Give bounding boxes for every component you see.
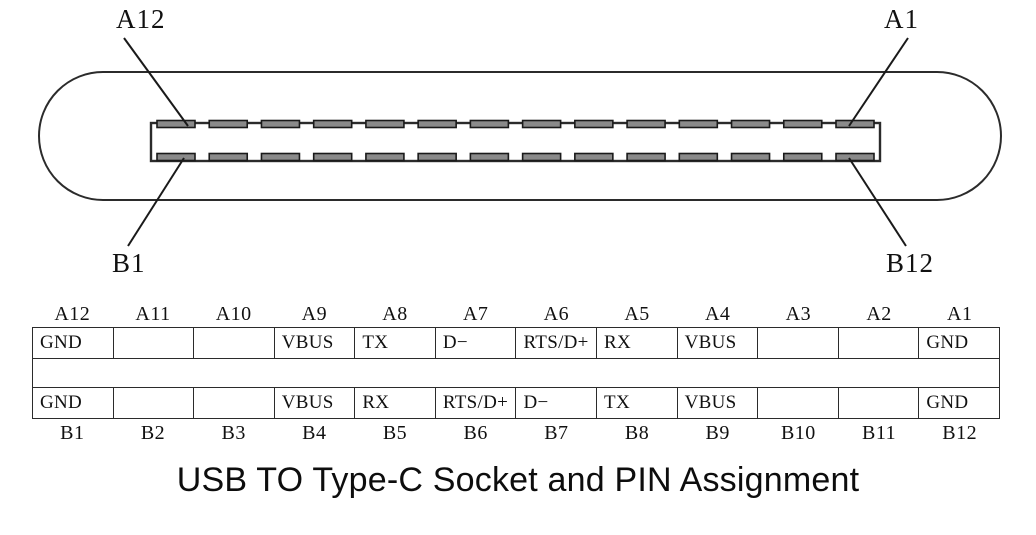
pin-header-A8: A8 (382, 302, 408, 325)
pin-contact-bottom-12 (730, 152, 771, 162)
row-b-cell-2 (112, 387, 195, 419)
row-b-cell-7: D− (515, 387, 598, 419)
pin-contact-top-13 (782, 119, 823, 129)
row-b-cell-11 (837, 387, 920, 419)
pin-contact-bottom-6 (417, 152, 457, 162)
callout-label-a1: A1 (884, 4, 919, 34)
row-a-cell-3 (193, 327, 275, 359)
pin-header-A5: A5 (624, 302, 650, 325)
row-b-cell-6: RTS/D+ (434, 387, 517, 419)
pin-contact-bottom-4 (312, 152, 353, 162)
row-b-cell-1: GND (32, 387, 114, 419)
row-a-cell-6: D− (434, 327, 517, 359)
pin-contact-bottom-11 (678, 152, 719, 162)
pin-contact-bottom-3 (260, 152, 301, 162)
pin-header-B7: B7 (544, 421, 569, 444)
row-a-cell-2 (112, 327, 195, 359)
usb-type-c-connector-figure: A12 A1 B1 B12 (38, 4, 1002, 278)
pin-contact-top-11 (678, 119, 719, 129)
pin-contact-top-7 (469, 119, 510, 129)
leader-line-a12 (123, 37, 189, 127)
pin-contact-top-12 (730, 119, 771, 129)
pin-contacts-row-a (156, 119, 875, 129)
pin-contact-top-9 (574, 119, 614, 129)
pin-contact-top-5 (365, 119, 405, 129)
pin-header-B10: B10 (780, 421, 816, 444)
pin-header-A7: A7 (462, 302, 489, 325)
pin-contact-bottom-10 (626, 152, 666, 162)
top-pin-header-row: A12 A11 A10 A9 A8 A7 A6 A5 A4 A3 A2 A1 (32, 300, 1000, 327)
pin-header-B3: B3 (221, 421, 246, 444)
leader-line-b12 (848, 157, 907, 247)
row-b-cell-10 (757, 387, 839, 419)
pin-header-B5: B5 (382, 421, 408, 444)
pin-contact-bottom-8 (521, 152, 562, 162)
row-a-cell-10 (757, 327, 839, 359)
pin-header-B8: B8 (624, 421, 650, 444)
pin-header-B4: B4 (302, 421, 327, 444)
pin-header-A11: A11 (135, 302, 171, 325)
pin-contact-bottom-5 (365, 152, 405, 162)
callout-label-b1: B1 (112, 248, 146, 278)
pin-contact-bottom-7 (469, 152, 510, 162)
pin-header-B6: B6 (463, 421, 488, 444)
pin-header-A6: A6 (543, 302, 570, 325)
row-b-cell-4: VBUS (273, 387, 356, 419)
pin-header-B1: B1 (60, 421, 85, 444)
pin-contact-top-14 (835, 119, 875, 129)
pin-contact-top-1 (156, 119, 196, 129)
leader-line-b1 (127, 157, 185, 247)
callout-label-a12: A12 (116, 4, 166, 34)
leader-line-a1 (848, 37, 909, 127)
pin-contact-top-4 (312, 119, 353, 129)
pin-contact-top-3 (260, 119, 301, 129)
pin-contact-top-10 (626, 119, 666, 129)
row-a-cell-5: TX (354, 327, 436, 359)
connector-inner-tongue (149, 121, 882, 163)
pin-header-A4: A4 (704, 302, 731, 325)
row-b-cell-3 (193, 387, 275, 419)
row-a-cell-1: GND (32, 327, 114, 359)
pin-header-B11: B11 (862, 421, 897, 444)
row-a-cell-11 (837, 327, 920, 359)
row-a-cell-9: VBUS (676, 327, 759, 359)
pin-contact-bottom-14 (835, 152, 875, 162)
row-b-cell-5: RX (354, 387, 436, 419)
connector-drawing (38, 37, 1002, 247)
pin-contact-top-8 (521, 119, 562, 129)
pin-contact-top-2 (208, 119, 249, 129)
pin-header-A9: A9 (301, 302, 328, 325)
pin-contact-bottom-13 (782, 152, 823, 162)
row-b-cell-8: TX (596, 387, 678, 419)
table-row-spacer (32, 358, 1000, 388)
figure-caption: USB TO Type-C Socket and PIN Assignment (176, 461, 860, 499)
pin-header-B12: B12 (942, 421, 978, 444)
pin-contact-bottom-9 (574, 152, 614, 162)
row-a-cell-12: GND (918, 327, 1000, 359)
row-a-cell-7: RTS/D+ (515, 327, 598, 359)
pin-header-B2: B2 (140, 421, 166, 444)
pin-contacts-row-b (156, 152, 875, 162)
pin-contact-bottom-1 (156, 152, 196, 162)
connector-outer-shell (38, 71, 1002, 201)
bottom-pin-header-row: B1 B2 B3 B4 B5 B6 B7 B8 B9 B10 B11 B12 (32, 419, 1000, 446)
row-b-cell-12: GND (918, 387, 1000, 419)
pin-header-B9: B9 (705, 421, 730, 444)
pin-contact-bottom-2 (208, 152, 249, 162)
row-a-cell-4: VBUS (273, 327, 356, 359)
pin-header-A2: A2 (866, 302, 892, 325)
callout-label-b12: B12 (886, 248, 935, 278)
pin-header-A10: A10 (215, 302, 252, 325)
pin-contact-top-6 (417, 119, 457, 129)
row-a-cell-8: RX (596, 327, 678, 359)
pin-header-A3: A3 (785, 302, 812, 325)
row-b-cell-9: VBUS (676, 387, 759, 419)
pin-header-A12: A12 (54, 302, 91, 325)
pin-header-A1: A1 (947, 302, 973, 325)
spacer-cell (32, 358, 1000, 388)
